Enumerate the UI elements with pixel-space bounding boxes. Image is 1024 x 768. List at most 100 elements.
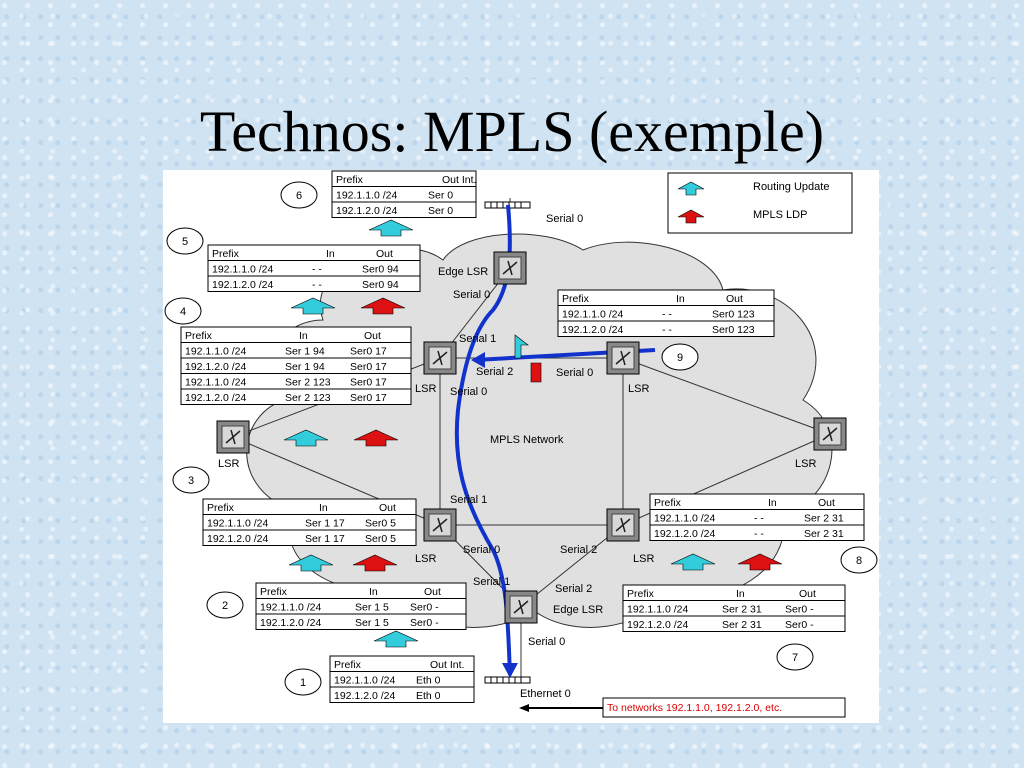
router-icon-lsr-far-left — [216, 420, 250, 454]
step-badge-9: 9 — [661, 343, 699, 371]
if-serial0-eb: Serial 0 — [528, 636, 565, 648]
table-cell: Ser 2 123 — [285, 377, 331, 389]
router-label-lsr-lower-right: LSR — [633, 553, 654, 565]
if-ethernet0: Ethernet 0 — [520, 688, 571, 700]
lsp-path-arrowhead — [502, 663, 518, 678]
table-cell: Ser 2 31 — [722, 604, 762, 616]
table-cell: Ser 1 94 — [285, 346, 325, 358]
table-header: Out — [364, 330, 381, 342]
table-header: Prefix — [562, 293, 590, 305]
table-cell: 192.1.1.0 /24 — [260, 602, 321, 614]
router-label-lsr-upper-right: LSR — [628, 383, 649, 395]
table-cell: - - — [754, 513, 764, 525]
router-label-lsr-far-right: LSR — [795, 458, 816, 470]
table-cell: Ser 2 31 — [804, 528, 844, 540]
table-cell: - - — [312, 279, 322, 291]
router-label-edge-top: Edge LSR — [438, 266, 488, 278]
legend-mpls-ldp-label: MPLS LDP — [753, 209, 807, 221]
step-badge-4: 4 — [164, 297, 202, 325]
step-number: 1 — [300, 677, 306, 689]
table-cell: 192.1.2.0 /24 — [627, 619, 688, 631]
destination-box — [602, 697, 846, 718]
table-cell: Ser0 17 — [350, 346, 387, 358]
table-header: Out — [818, 497, 835, 509]
table-cell: 192.1.2.0 /24 — [562, 324, 623, 336]
table-header: Prefix — [260, 586, 288, 598]
table-cell: - - — [312, 264, 322, 276]
step-badge-1: 1 — [284, 668, 322, 696]
if-serial0-ll: Serial 0 — [463, 544, 500, 556]
table-cell: 192.1.1.0 /24 — [212, 264, 273, 276]
step-badge-8: 8 — [840, 546, 878, 574]
table-cell: Ser 1 5 — [355, 617, 389, 629]
table-header: In — [326, 248, 335, 260]
ldp-arrow-8 — [737, 553, 783, 571]
table-cell: Ser0 17 — [350, 392, 387, 404]
step-number: 4 — [180, 306, 186, 318]
table-header: Out — [379, 502, 396, 514]
table-cell: Ser 0 — [428, 190, 453, 202]
table-header: Out — [424, 586, 441, 598]
legend-routing-update-label: Routing Update — [753, 181, 829, 193]
if-serial0-edge-top: Serial 0 — [453, 289, 490, 301]
step-badge-3: 3 — [172, 466, 210, 494]
routing-update-arrow-8 — [670, 553, 716, 571]
table-header: Prefix — [212, 248, 240, 260]
lsp-branch-arrowhead — [471, 352, 485, 368]
lsp-path — [454, 204, 512, 676]
table-cell: 192.1.2.0 /24 — [334, 690, 395, 702]
if-serial1-ll: Serial 1 — [450, 494, 487, 506]
table-cell: Ser 1 94 — [285, 361, 325, 373]
step-number: 7 — [792, 652, 798, 664]
legend: Routing Update MPLS LDP — [667, 172, 853, 234]
step-badge-6: 6 — [280, 181, 318, 209]
table-header: Prefix — [654, 497, 682, 509]
step-number: 3 — [188, 475, 194, 487]
table-cell: 192.1.1.0 /24 — [185, 346, 246, 358]
step-badge-2: 2 — [206, 591, 244, 619]
step-number: 5 — [182, 236, 188, 248]
table-cell: 192.1.2.0 /24 — [260, 617, 321, 629]
table-cell: Ser0 94 — [362, 264, 399, 276]
table-cell: - - — [754, 528, 764, 540]
table-cell: 192.1.2.0 /24 — [654, 528, 715, 540]
table-cell: Ser0 17 — [350, 361, 387, 373]
routing-update-arrow-9 — [514, 334, 529, 359]
top-hub-icon — [484, 201, 531, 209]
table-cell: Ser0 17 — [350, 377, 387, 389]
table-header: Out — [726, 293, 743, 305]
table-cell: Ser 1 5 — [355, 602, 389, 614]
table-header: In — [736, 588, 745, 600]
table-header: Out Int. — [430, 659, 464, 671]
table-cell: 192.1.2.0 /24 — [185, 392, 246, 404]
router-label-lsr-upper-left: LSR — [415, 383, 436, 395]
if-serial0-top: Serial 0 — [546, 213, 583, 225]
table-cell: Ser0 5 — [365, 533, 396, 545]
if-serial2-lr: Serial 2 — [560, 544, 597, 556]
table-cell: Ser 0 — [428, 205, 453, 217]
if-serial1-ul: Serial 1 — [459, 333, 496, 345]
table-cell: Ser 2 123 — [285, 392, 331, 404]
step-number: 9 — [677, 352, 683, 364]
table-cell: Ser 2 31 — [722, 619, 762, 631]
table-header: Prefix — [627, 588, 655, 600]
if-serial1-eb: Serial 1 — [473, 576, 510, 588]
table-cell: 192.1.1.0 /24 — [562, 309, 623, 321]
table-cell: Ser 1 17 — [305, 518, 345, 530]
table-cell: Eth 0 — [416, 690, 441, 702]
ldp-arrow-4 — [360, 297, 406, 315]
bottom-hub-icon — [484, 676, 531, 684]
table-header: Prefix — [185, 330, 213, 342]
step-badge-5: 5 — [166, 227, 204, 255]
ldp-arrow-9 — [530, 362, 542, 383]
legend-mpls-ldp-arrow — [677, 209, 705, 224]
table-cell: 192.1.2.0 /24 — [336, 205, 397, 217]
table-cell: Eth 0 — [416, 675, 441, 687]
table-header: Prefix — [207, 502, 235, 514]
